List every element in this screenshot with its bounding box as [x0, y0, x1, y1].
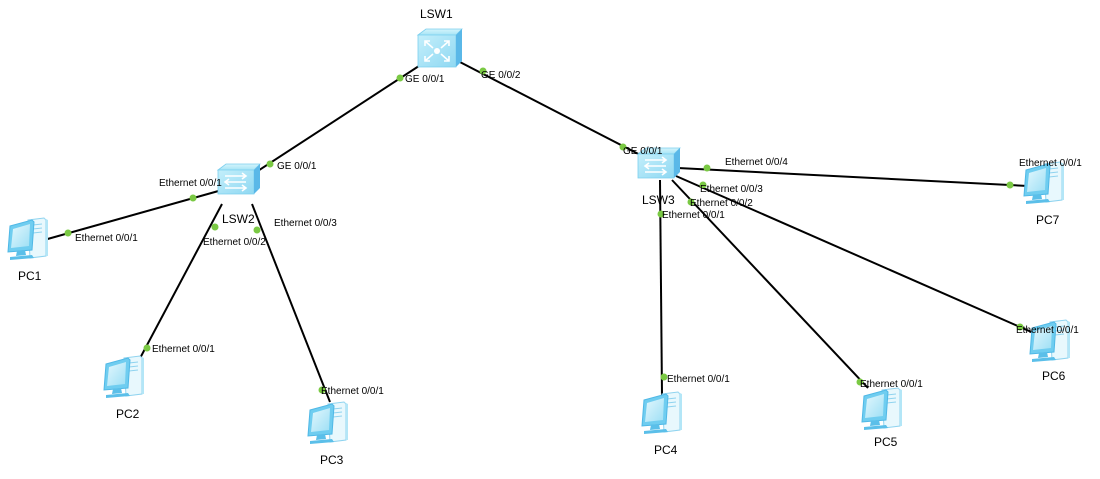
- port-label: GE 0/0/1: [623, 146, 663, 157]
- device-label-lsw2: LSW2: [222, 212, 255, 226]
- link-lsw3-pc5[interactable]: [671, 179, 869, 389]
- port-label: Ethernet 0/0/3: [700, 184, 763, 195]
- link-lsw1-lsw2[interactable]: [243, 63, 423, 181]
- switch-icon: [217, 163, 261, 195]
- port-label: GE 0/0/1: [277, 161, 317, 172]
- port-dot[interactable]: [189, 194, 197, 202]
- device-lsw1[interactable]: [417, 28, 463, 68]
- device-pc4[interactable]: [641, 391, 683, 435]
- port-label: Ethernet 0/0/1: [321, 386, 384, 397]
- pc-icon: [7, 217, 49, 261]
- device-label-pc7: PC7: [1036, 213, 1060, 227]
- port-label: Ethernet 0/0/1: [159, 178, 222, 189]
- device-label-lsw3: LSW3: [642, 193, 675, 207]
- port-label: Ethernet 0/0/3: [274, 218, 337, 229]
- port-dot[interactable]: [318, 386, 326, 394]
- device-lsw2[interactable]: [217, 163, 261, 195]
- core-switch-icon: [417, 28, 463, 68]
- port-dot[interactable]: [687, 198, 695, 206]
- link-lsw2-pc2[interactable]: [137, 203, 223, 363]
- link-lsw2-pc3[interactable]: [251, 203, 331, 403]
- port-dot[interactable]: [619, 143, 627, 151]
- device-label-pc4: PC4: [654, 443, 678, 457]
- port-dot[interactable]: [1006, 181, 1014, 189]
- port-label: Ethernet 0/0/1: [75, 233, 138, 244]
- port-dot[interactable]: [657, 210, 665, 218]
- port-dot[interactable]: [703, 164, 711, 172]
- device-label-pc2: PC2: [116, 407, 140, 421]
- port-label: Ethernet 0/0/1: [1019, 158, 1082, 169]
- pc-icon: [641, 391, 683, 435]
- device-pc2[interactable]: [103, 355, 145, 399]
- port-dots: [64, 67, 1024, 394]
- port-dot[interactable]: [211, 223, 219, 231]
- port-dot[interactable]: [856, 378, 864, 386]
- device-pc5[interactable]: [861, 387, 903, 431]
- device-label-lsw1: LSW1: [420, 7, 453, 21]
- device-label-pc1: PC1: [18, 269, 42, 283]
- device-label-pc3: PC3: [320, 453, 344, 467]
- port-label: Ethernet 0/0/1: [667, 374, 730, 385]
- port-dot[interactable]: [253, 226, 261, 234]
- pc-icon: [307, 401, 349, 445]
- device-pc3[interactable]: [307, 401, 349, 445]
- device-label-pc6: PC6: [1042, 369, 1066, 383]
- link-lsw3-pc6[interactable]: [675, 175, 1037, 335]
- link-lsw3-pc7[interactable]: [677, 167, 1029, 187]
- port-label: Ethernet 0/0/1: [152, 344, 215, 355]
- pc-icon: [103, 355, 145, 399]
- port-dot[interactable]: [143, 344, 151, 352]
- port-label: GE 0/0/1: [405, 74, 445, 85]
- link-lsw1-lsw3[interactable]: [455, 59, 651, 161]
- port-dot[interactable]: [1016, 323, 1024, 331]
- port-dot[interactable]: [699, 181, 707, 189]
- port-label: Ethernet 0/0/1: [1016, 325, 1079, 336]
- port-label: Ethernet 0/0/4: [725, 157, 788, 168]
- port-dot[interactable]: [660, 373, 668, 381]
- port-label: Ethernet 0/0/1: [860, 379, 923, 390]
- port-dot[interactable]: [266, 160, 274, 168]
- port-dot[interactable]: [479, 67, 487, 75]
- pc-icon: [861, 387, 903, 431]
- port-dot[interactable]: [64, 229, 72, 237]
- device-label-pc5: PC5: [874, 435, 898, 449]
- port-label: Ethernet 0/0/2: [690, 198, 753, 209]
- device-pc1[interactable]: [7, 217, 49, 261]
- port-label: Ethernet 0/0/2: [203, 237, 266, 248]
- port-dot[interactable]: [396, 74, 404, 82]
- port-label: GE 0/0/2: [481, 70, 521, 81]
- port-label: Ethernet 0/0/1: [662, 210, 725, 221]
